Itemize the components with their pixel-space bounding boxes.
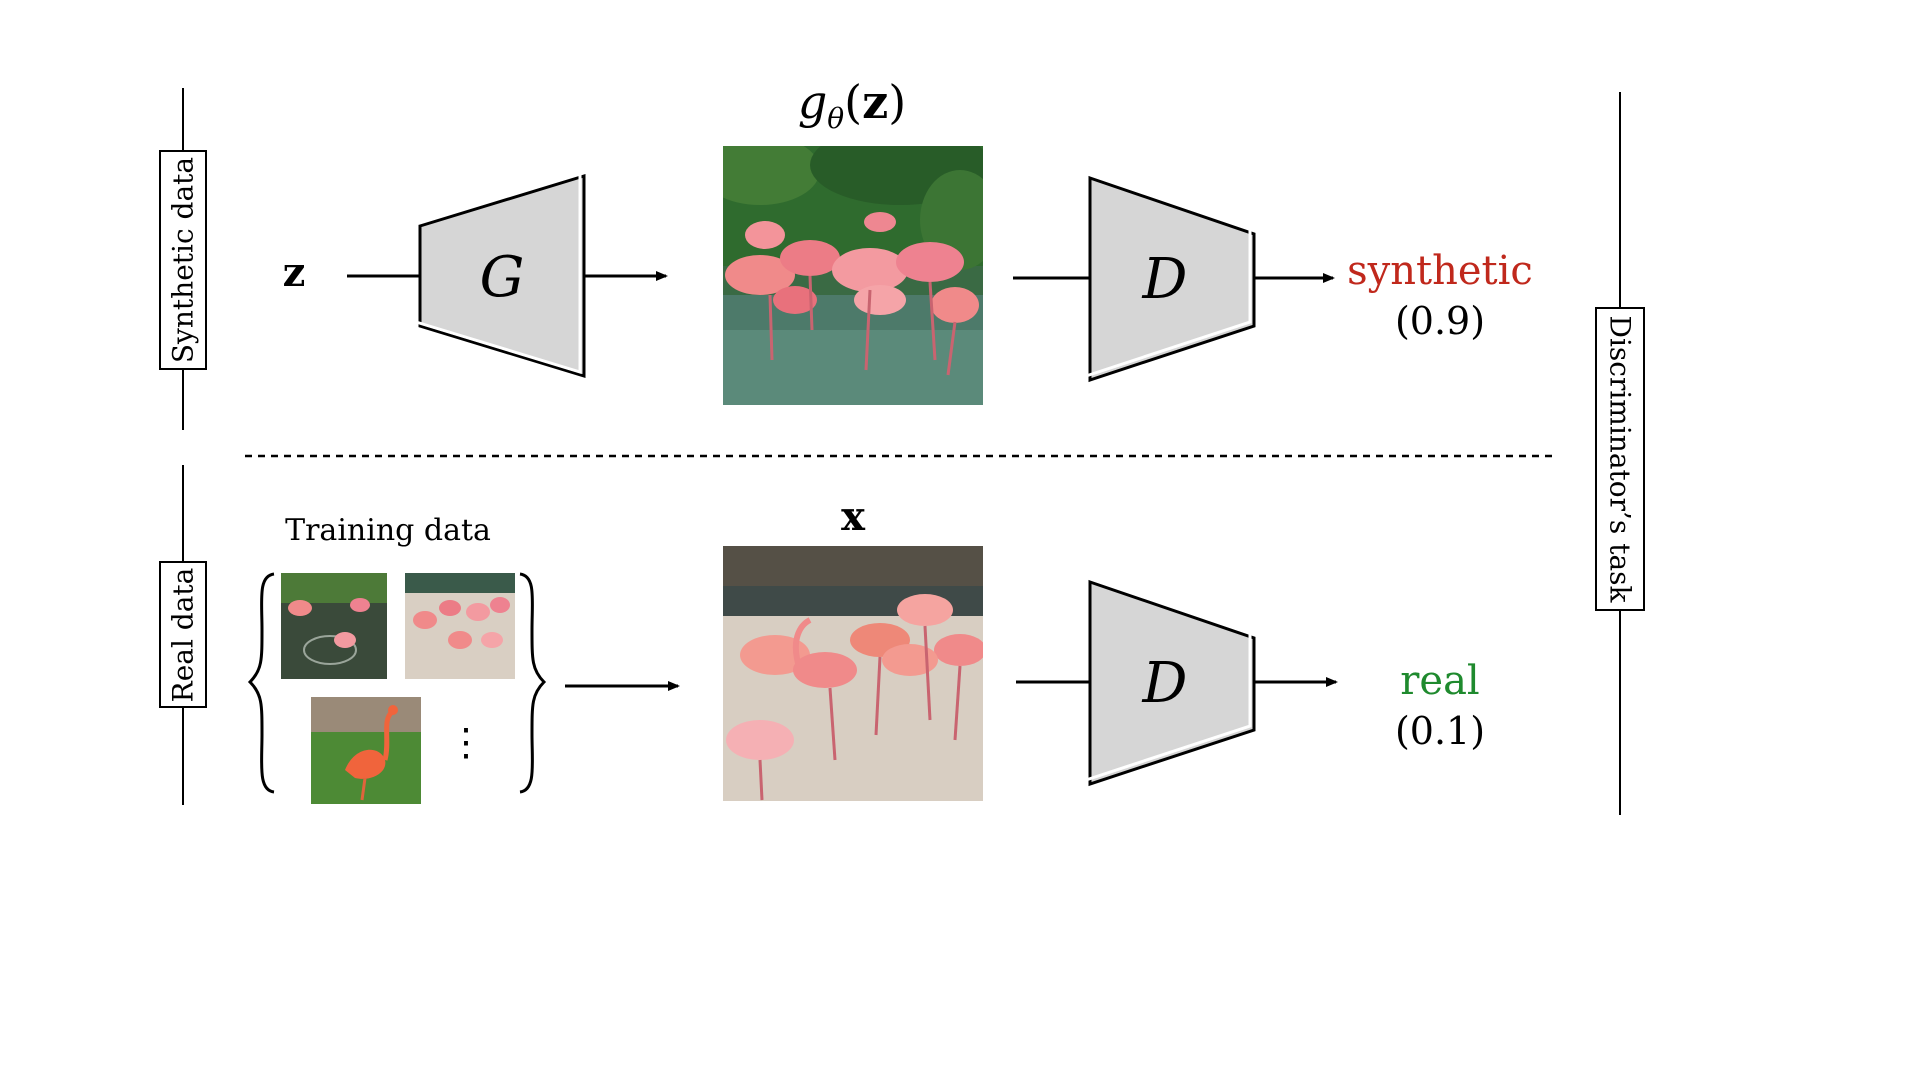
synthetic-output-score: (0.9) [1395, 299, 1485, 343]
synthetic-side-bracket: Synthetic data [159, 88, 207, 430]
generated-flamingo-image [723, 146, 983, 405]
generated-image-caption: gθ(z) [798, 75, 906, 135]
training-thumbnail-3 [311, 697, 421, 804]
real-data-label: Real data [167, 568, 200, 703]
generator-label: G [480, 245, 525, 310]
real-output-label: real [1400, 658, 1479, 704]
discriminator-block-real: D [1085, 579, 1256, 787]
training-data-label: Training data [285, 513, 491, 548]
discriminator-block-synthetic: D [1085, 175, 1256, 383]
real-output-score: (0.1) [1395, 709, 1485, 753]
left-brace [247, 572, 275, 794]
training-thumbnail-1 [281, 573, 387, 679]
real-side-bracket: Real data [159, 465, 207, 805]
real-image-caption: x [841, 493, 866, 540]
discriminator-label-synthetic: D [1142, 247, 1188, 312]
discriminator-label-real: D [1142, 651, 1188, 716]
latent-z-label: z [283, 249, 306, 296]
right-brace [519, 572, 547, 794]
discriminator-task-bracket: Discriminator’s task [1595, 92, 1645, 815]
training-thumbnail-2 [405, 573, 515, 679]
training-ellipsis: ⋮ [447, 720, 485, 764]
synthetic-output-label: synthetic [1347, 248, 1533, 294]
discriminator-task-label: Discriminator’s task [1604, 316, 1637, 604]
real-flamingo-image [723, 546, 983, 801]
generator-block: G [415, 172, 586, 379]
synthetic-data-label: Synthetic data [167, 157, 200, 363]
